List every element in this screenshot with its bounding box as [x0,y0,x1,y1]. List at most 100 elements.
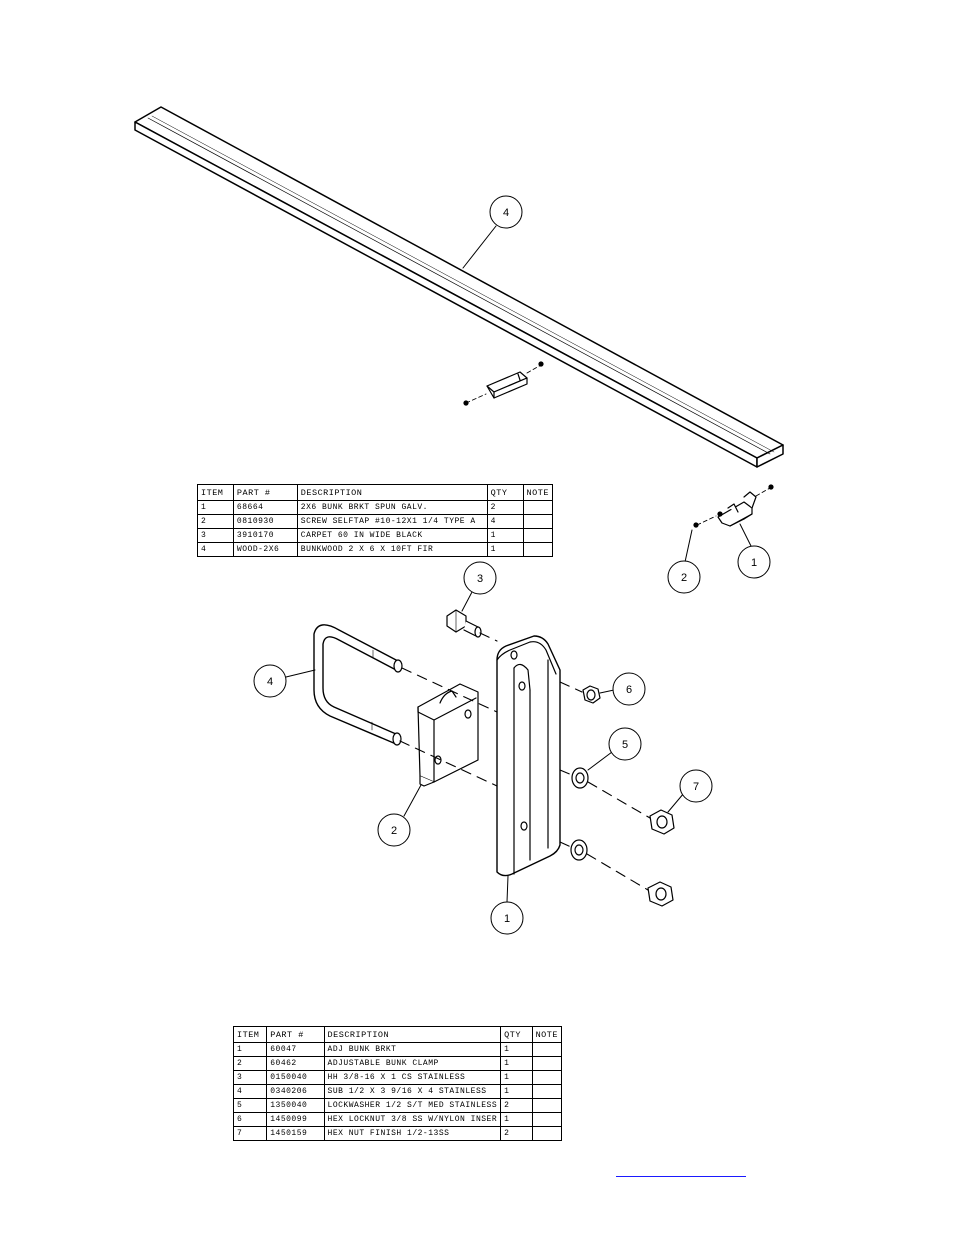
bunk-bracket-small [463,361,544,406]
cell: 60462 [266,1056,325,1071]
cell [531,1084,563,1099]
cell: 2 [486,500,524,515]
cell: 7 [232,1126,268,1141]
col-description: DESCRIPTION [323,1026,502,1043]
u-bolt [313,624,403,746]
col-qty: QTY [486,484,524,501]
cell: 1 [500,1042,533,1057]
cell: 4 [232,1084,268,1099]
cell: 1 [500,1112,533,1127]
cell: 0810930 [232,514,298,529]
col-part: PART # [266,1026,325,1043]
bracket-callout-4: 4 [267,676,273,688]
cell: BUNKWOOD 2 X 6 X 10FT FIR [296,542,488,557]
adj-bunk-bracket [496,635,561,877]
cell: 2 [500,1126,533,1141]
col-note: NOTE [522,484,554,501]
hyperlink-underline[interactable] [616,1176,746,1177]
bunk-clamp-plate [417,683,479,787]
cell: 0340206 [266,1084,325,1099]
table-header-row: ITEM PART # DESCRIPTION QTY NOTE [232,1026,563,1043]
cell: 1350040 [266,1098,325,1113]
cell: 4 [197,542,234,557]
table-row: 5 1350040 LOCKWASHER 1/2 S/T MED STAINLE… [232,1098,563,1113]
cell: 4 [486,514,524,529]
lockwasher-upper [571,767,589,789]
cell [522,514,554,529]
hex-nut-lower [647,881,674,907]
table-row: 1 60047 ADJ BUNK BRKT 1 [232,1042,563,1057]
cell [531,1126,563,1141]
col-item: ITEM [197,484,234,501]
cell [531,1070,563,1085]
col-part: PART # [232,484,298,501]
cell: HEX LOCKNUT 3/8 SS W/NYLON INSER [323,1112,502,1127]
table-row: 6 1450099 HEX LOCKNUT 3/8 SS W/NYLON INS… [232,1112,563,1127]
cell [531,1112,563,1127]
bracket-callout-3: 3 [477,573,483,585]
lockwasher-lower [570,839,588,861]
cell: 2 [197,514,234,529]
table-row: 4 0340206 SUB 1/2 X 3 9/16 X 4 STAINLESS… [232,1084,563,1099]
table-row: 3 3910170 CARPET 60 IN WIDE BLACK 1 [197,528,554,543]
cell: 68664 [232,500,298,515]
cell: HEX NUT FINISH 1/2-13SS [323,1126,502,1141]
cell: 1 [232,1042,268,1057]
cell [522,500,554,515]
cell: LOCKWASHER 1/2 S/T MED STAINLESS [323,1098,502,1113]
cell: 3 [232,1070,268,1085]
table-row: 3 0150040 HH 3/8-16 X 1 CS STAINLESS 1 [232,1070,563,1085]
cell: 1450159 [266,1126,325,1141]
col-note: NOTE [531,1026,563,1043]
cell: 1 [486,542,524,557]
bracket-callout-5: 5 [622,739,628,751]
bracket-callout-1: 1 [504,913,510,925]
table-header-row: ITEM PART # DESCRIPTION QTY NOTE [197,484,554,501]
table-row: 2 0810930 SCREW SELFTAP #10-12X1 1/4 TYP… [197,514,554,529]
col-description: DESCRIPTION [296,484,488,501]
cell: WOOD-2X6 [232,542,298,557]
cell: 2 [232,1056,268,1071]
cell [531,1056,563,1071]
cell: 1450099 [266,1112,325,1127]
cell: 1 [500,1056,533,1071]
col-qty: QTY [500,1026,533,1043]
hex-locknut [582,685,601,704]
bunk-callout-1: 1 [751,557,757,569]
bunk-bracket [693,484,774,528]
bracket-callout-7: 7 [693,781,699,793]
table-row: 4 WOOD-2X6 BUNKWOOD 2 X 6 X 10FT FIR 1 [197,542,554,557]
cell: SUB 1/2 X 3 9/16 X 4 STAINLESS [323,1084,502,1099]
bill-of-materials-bracket: ITEM PART # DESCRIPTION QTY NOTE 1 60047… [232,1026,563,1141]
cell: SCREW SELFTAP #10-12X1 1/4 TYPE A [296,514,488,529]
cell: 3 [197,528,234,543]
table-row: 2 60462 ADJUSTABLE BUNK CLAMP 1 [232,1056,563,1071]
cell: 2X6 BUNK BRKT SPUN GALV. [296,500,488,515]
bracket-callout-6: 6 [626,684,632,696]
cell: 2 [500,1098,533,1113]
cell: 1 [197,500,234,515]
cell: 1 [486,528,524,543]
cell [522,542,554,557]
table-row: 1 68664 2X6 BUNK BRKT SPUN GALV. 2 [197,500,554,515]
cell: 3910170 [232,528,298,543]
hex-nut-upper [649,809,675,835]
hex-head-bolt [446,609,482,638]
bunk-callout-2: 2 [681,572,687,584]
bill-of-materials-bunk: ITEM PART # DESCRIPTION QTY NOTE 1 68664… [197,484,554,557]
cell [522,528,554,543]
cell: CARPET 60 IN WIDE BLACK [296,528,488,543]
cell: 1 [500,1084,533,1099]
cell: 1 [500,1070,533,1085]
cell [531,1098,563,1113]
cell [531,1042,563,1057]
cell: HH 3/8-16 X 1 CS STAINLESS [323,1070,502,1085]
cell: ADJUSTABLE BUNK CLAMP [323,1056,502,1071]
cell: 6 [232,1112,268,1127]
bunkwood-board [134,106,784,468]
bracket-callout-2: 2 [391,825,397,837]
cell: 60047 [266,1042,325,1057]
col-item: ITEM [232,1026,268,1043]
bunk-callout-4: 4 [503,207,509,219]
table-row: 7 1450159 HEX NUT FINISH 1/2-13SS 2 [232,1126,563,1141]
